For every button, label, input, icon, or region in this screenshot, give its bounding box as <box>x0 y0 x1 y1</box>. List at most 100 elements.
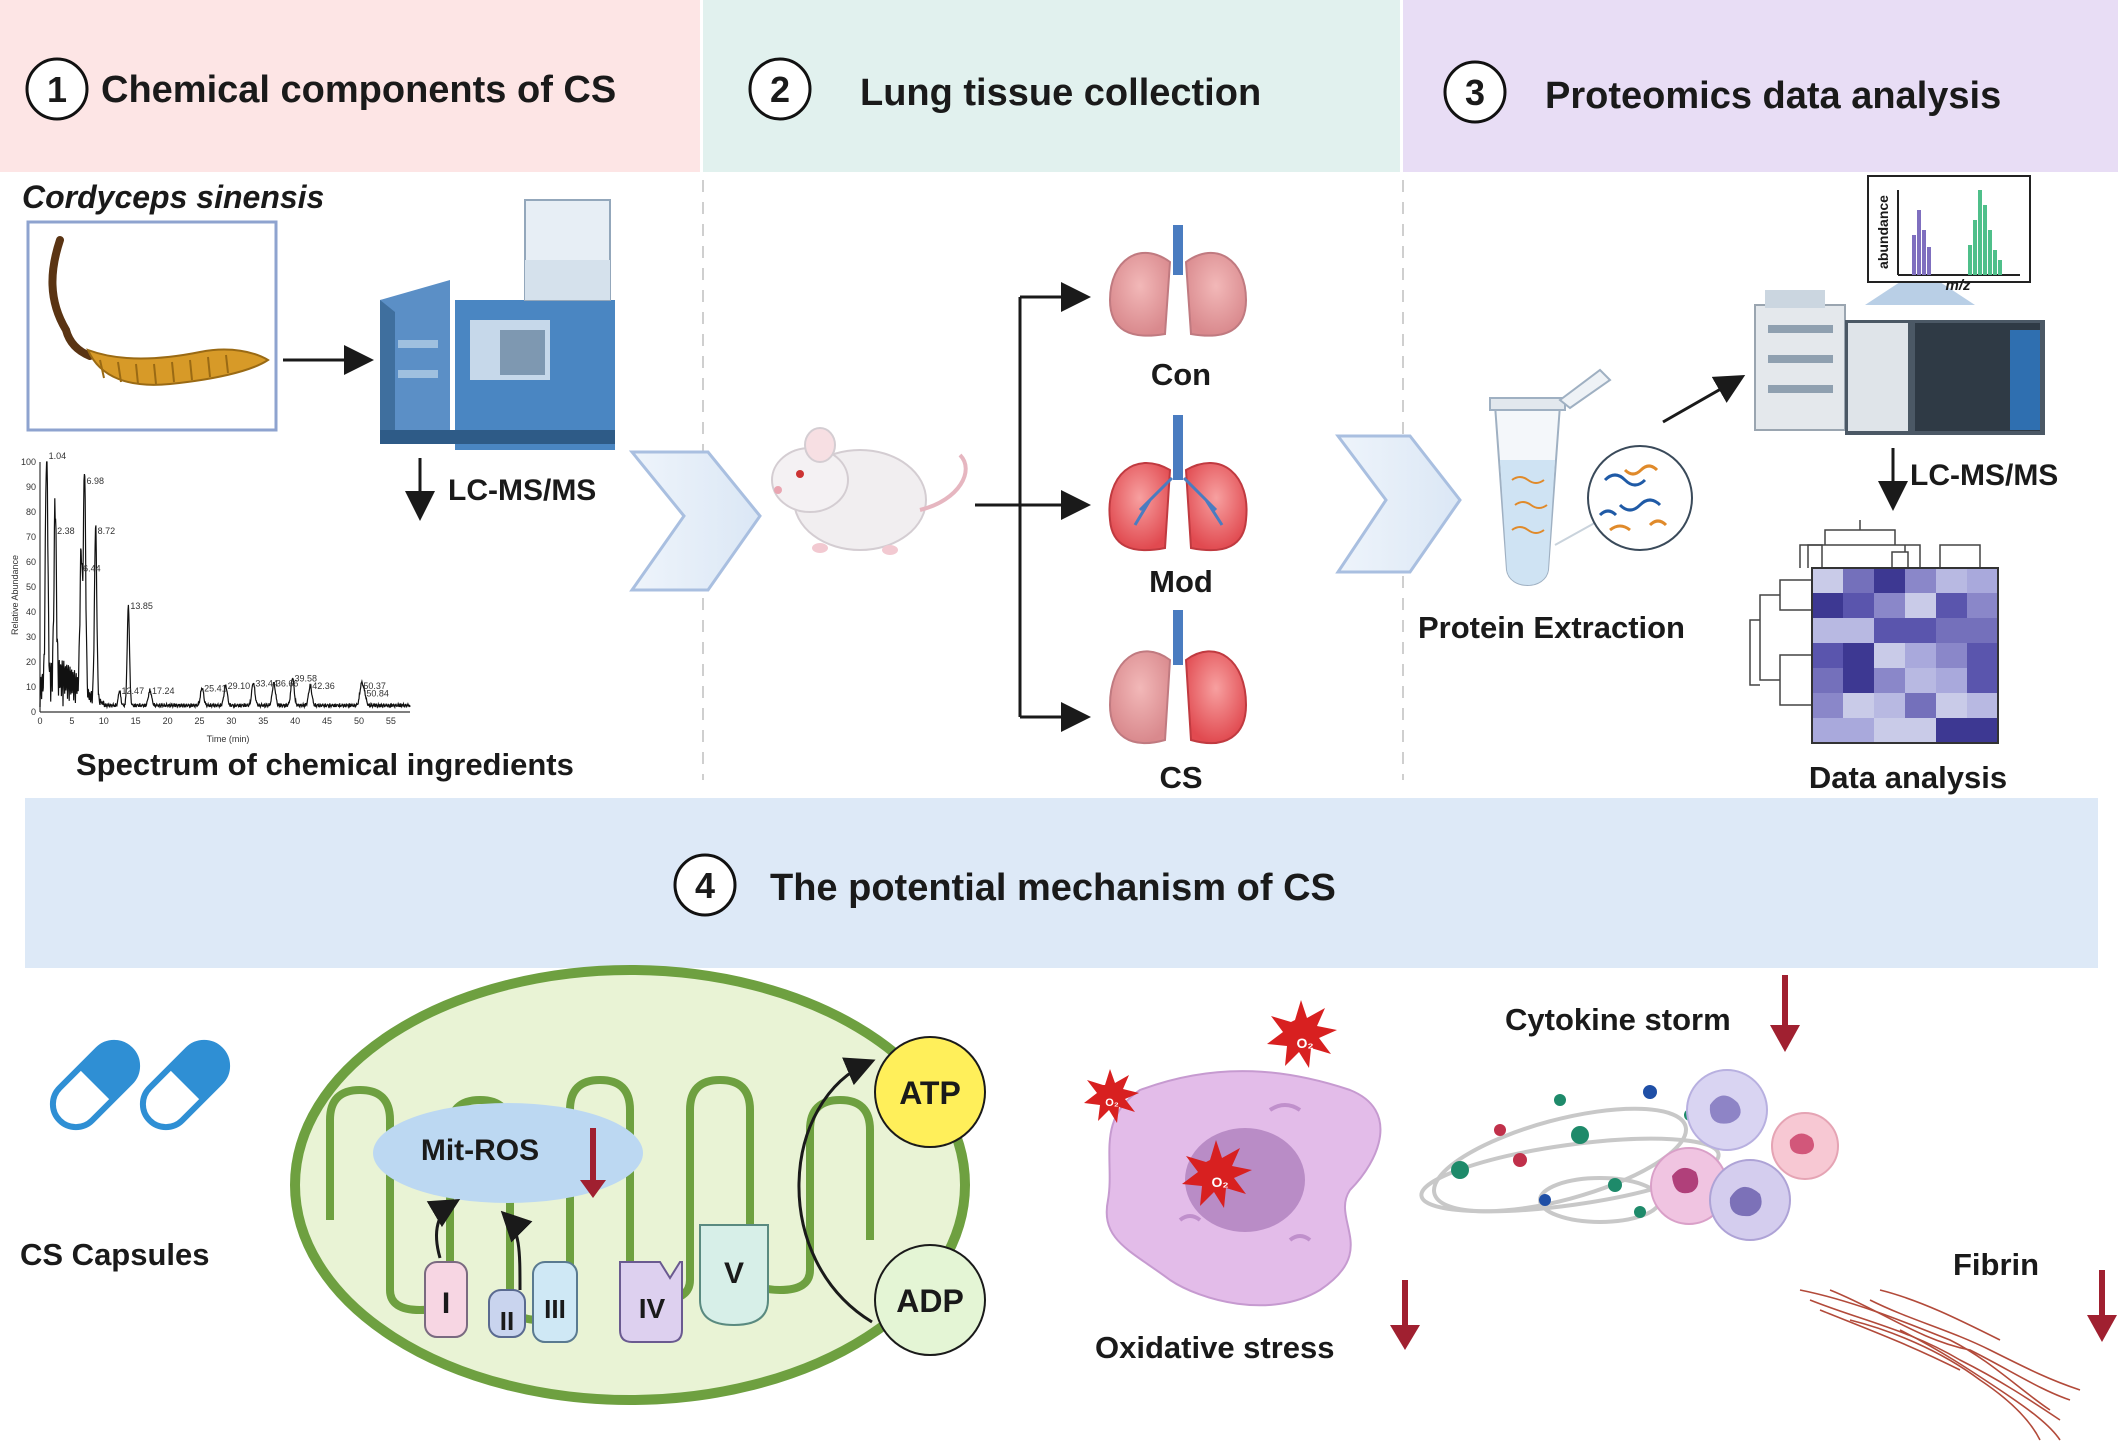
xtick-label: 50 <box>354 716 364 726</box>
arrow-tube-to-ms <box>1662 375 1746 424</box>
panel-2-header: 2 Lung tissue collection <box>703 0 1400 172</box>
heatmap-cell <box>1936 568 1968 594</box>
lung-con <box>1108 225 1248 337</box>
heatmap-cell <box>1812 718 1844 744</box>
panel-4-title: The potential mechanism of CS <box>770 867 1336 909</box>
ytick-label: 60 <box>26 557 36 567</box>
ytick-label: 40 <box>26 607 36 617</box>
oxidative-down-arrow <box>1390 1280 1420 1350</box>
heatmap-cell <box>1843 618 1875 644</box>
xtick-label: 25 <box>194 716 204 726</box>
heatmap-cell <box>1874 718 1906 744</box>
heatmap-cell <box>1936 593 1968 619</box>
protein-zoom-circle <box>1554 445 1693 551</box>
protein-extraction-label: Protein Extraction <box>1418 610 1685 645</box>
complex-iv-label: IV <box>639 1293 666 1324</box>
cordyceps-image <box>26 220 278 432</box>
heatmap-cell <box>1905 668 1937 694</box>
atp-label: ATP <box>899 1075 961 1111</box>
spectrum-caption: Spectrum of chemical ingredients <box>76 747 574 782</box>
adp-label: ADP <box>896 1283 964 1319</box>
chevron-arrow-2 <box>1335 434 1462 574</box>
complex-iii-label: III <box>544 1294 566 1324</box>
heatmap-cell <box>1843 693 1875 719</box>
complex-i-label: I <box>442 1287 450 1320</box>
atp-circle <box>874 1036 986 1148</box>
peak-label: 42.36 <box>312 681 335 691</box>
lcms-label-1: LC-MS/MS <box>448 474 596 507</box>
heatmap-cell <box>1905 718 1937 744</box>
cytokine-down-arrow <box>1770 975 1800 1052</box>
ytick-label: 10 <box>26 682 36 692</box>
ros-burst-3: O₂ <box>1182 1140 1252 1208</box>
lung-mod <box>1108 415 1248 552</box>
heatmap-cell <box>1905 593 1937 619</box>
peak-label: 50.84 <box>366 689 389 699</box>
ms-bar <box>1998 260 2002 275</box>
panel-2-title: Lung tissue collection <box>860 72 1261 114</box>
fibrin-strands <box>1799 1289 2081 1441</box>
ros-burst-2: O₂ <box>1084 1069 1139 1123</box>
ms-bar <box>1988 230 1992 275</box>
heatmap-cell <box>1812 593 1844 619</box>
ros-label-1: O₂ <box>1296 1035 1313 1051</box>
peak-label: 29.10 <box>228 681 251 691</box>
group-cs-label: CS <box>1159 760 1202 795</box>
heatmap-cell <box>1967 668 1999 694</box>
chevron-arrow-1 <box>628 450 762 592</box>
heatmap-cell <box>1812 618 1844 644</box>
heatmap-cell <box>1843 718 1875 744</box>
panel-4-header: 4 The potential mechanism of CS <box>25 798 2098 968</box>
peak-label: 50.37 <box>363 681 386 691</box>
ms-bar <box>1983 205 1987 275</box>
ms-bar <box>1912 235 1916 275</box>
ms-bar <box>1922 230 1926 275</box>
xtick-label: 15 <box>131 716 141 726</box>
oxidative-stress-label: Oxidative stress <box>1095 1330 1335 1365</box>
cell-illustration <box>1105 1070 1382 1307</box>
ms-spectrum-inset: abundance m/z <box>1865 175 2031 305</box>
peak-label: 13.85 <box>130 601 153 611</box>
peak-label: 17.24 <box>152 686 175 696</box>
panel-3-number: 3 <box>1465 72 1485 113</box>
spectrum-xlabel: Time (min) <box>207 734 250 744</box>
spectrum-ylabel: Relative Abundance <box>10 555 20 635</box>
spectrum-trace <box>39 461 411 710</box>
heatmap-cell <box>1967 718 1999 744</box>
ms-ylabel: abundance <box>1875 195 1891 269</box>
heatmap <box>1749 520 1999 744</box>
ms-bar <box>1968 245 1972 275</box>
xtick-label: 35 <box>258 716 268 726</box>
ros-label-3: O₂ <box>1211 1174 1228 1190</box>
ms-xlabel: m/z <box>1945 277 1971 294</box>
heatmap-cell <box>1812 668 1844 694</box>
ros-burst-1: O₂ <box>1267 1000 1337 1068</box>
heatmap-cell <box>1967 693 1999 719</box>
peak-label: 33.44 <box>255 679 278 689</box>
xtick-label: 55 <box>386 716 396 726</box>
peak-label: 2.38 <box>57 526 75 536</box>
cs-capsules-icon <box>49 1039 231 1131</box>
fibrin-down-arrow <box>2087 1270 2117 1342</box>
heatmap-cell <box>1905 643 1937 669</box>
heatmap-cell <box>1874 593 1906 619</box>
complex-ii-label: II <box>500 1306 514 1336</box>
ros-label-2: O₂ <box>1105 1097 1119 1109</box>
xtick-label: 30 <box>226 716 236 726</box>
heatmap-cell <box>1967 593 1999 619</box>
ytick-label: 70 <box>26 532 36 542</box>
panel-3-title: Proteomics data analysis <box>1545 75 2001 117</box>
peak-label: 39.58 <box>294 674 317 684</box>
ms-bar <box>1927 247 1931 275</box>
ytick-label: 20 <box>26 657 36 667</box>
peak-label: 1.04 <box>49 451 67 461</box>
panel-1-number: 1 <box>47 69 67 110</box>
immune-cells <box>1650 1069 1839 1241</box>
section-3: Protein Extraction abundance m/z LC-MS/M… <box>1418 175 2058 795</box>
xtick-label: 45 <box>322 716 332 726</box>
heatmap-cell <box>1812 568 1844 594</box>
heatmap-cell <box>1843 593 1875 619</box>
ytick-label: 90 <box>26 482 36 492</box>
lcms-instrument-2 <box>1754 290 2045 435</box>
